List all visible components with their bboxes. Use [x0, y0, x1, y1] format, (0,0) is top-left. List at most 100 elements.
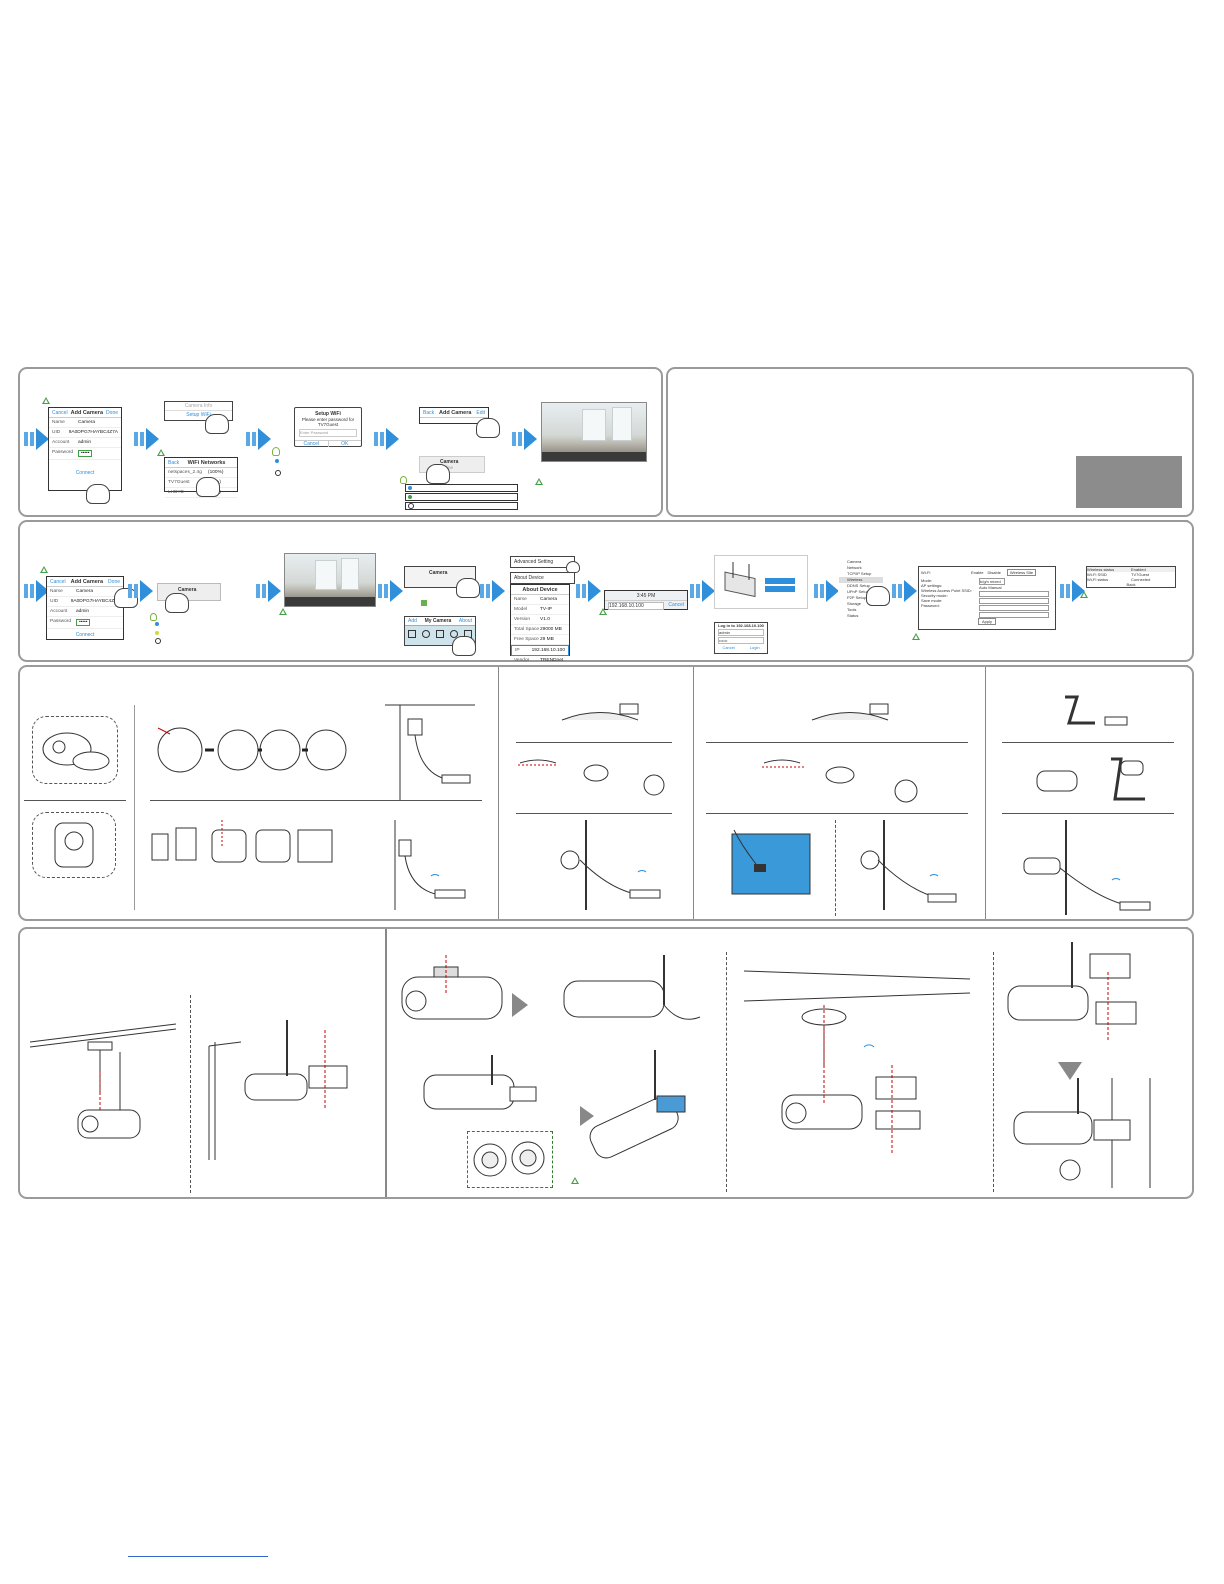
- warning-icon: [279, 608, 287, 615]
- divider: [516, 742, 672, 743]
- step-arrow: [24, 428, 50, 450]
- edit-button[interactable]: Edit: [476, 409, 485, 416]
- wifi-network-row[interactable]: netspaces_2.4g (100%): [165, 468, 237, 478]
- playback-controls[interactable]: [542, 452, 646, 461]
- panel-mounting-header-line: [190, 665, 1188, 667]
- info-value: V1.0: [540, 617, 550, 622]
- footer-link-underline[interactable]: [128, 1556, 268, 1557]
- wifi-label: Wi-Fi: [921, 570, 931, 575]
- mode-select[interactable]: b/g/n mixed: [979, 578, 1005, 585]
- sidebar-item[interactable]: Storage: [847, 601, 862, 606]
- sidebar-item[interactable]: Tools: [847, 607, 857, 612]
- sidebar-item[interactable]: TCP/IP Setup: [847, 571, 872, 576]
- form-label: Security mode:: [921, 593, 948, 598]
- dialog-message: Please enter password for TV7Guest: [301, 417, 355, 427]
- apply-button[interactable]: Apply: [977, 618, 996, 625]
- panel-info: [666, 367, 1194, 517]
- hand-pointer-icon: [165, 593, 189, 613]
- sidebar-item[interactable]: P2P Setup: [847, 595, 867, 600]
- cancel-button[interactable]: Cancel: [50, 578, 66, 585]
- connect-button[interactable]: Connect: [75, 632, 95, 638]
- network-signal: (100%): [208, 470, 224, 475]
- done-button[interactable]: Done: [106, 409, 118, 416]
- about-button[interactable]: About: [458, 618, 472, 624]
- my-camera-toolbar: Add My Camera About: [404, 616, 476, 646]
- connect-button[interactable]: Connect: [75, 470, 95, 476]
- enable-radio[interactable]: Enable: [971, 570, 984, 575]
- security-input[interactable]: [979, 598, 1049, 604]
- advanced-setting-item[interactable]: Advanced Setting: [510, 556, 575, 568]
- back-button[interactable]: Back: [168, 459, 180, 466]
- dashed-divider: [726, 952, 727, 1192]
- sidebar-item[interactable]: UPnP Setup: [847, 589, 869, 594]
- playback-controls[interactable]: [285, 597, 375, 606]
- username-input[interactable]: admin: [718, 629, 764, 636]
- info-circle-icon: [275, 470, 281, 476]
- web-ui-sidebar: Camera Network TCP/IP Setup Wireless DDN…: [838, 558, 884, 628]
- sidebar-item[interactable]: Network: [847, 565, 862, 570]
- manual-radio[interactable]: Manual: [988, 585, 1002, 590]
- legend-online: [405, 484, 518, 492]
- sidebar-item[interactable]: Camera: [847, 559, 862, 564]
- url-input[interactable]: 192.168.10.100: [608, 602, 664, 610]
- sidebar-item-wireless[interactable]: Wireless: [839, 577, 883, 583]
- step-arrow: [128, 580, 154, 602]
- ok-button[interactable]: OK: [327, 441, 362, 447]
- back-button[interactable]: Back: [423, 409, 435, 416]
- ssid-input[interactable]: [979, 591, 1049, 597]
- status-legend: [405, 484, 518, 511]
- setup-wifi-item[interactable]: Setup WiFi: [165, 410, 232, 419]
- network-name: netspaces_2.4g: [168, 470, 202, 475]
- ceiling-bracket-a: [561, 703, 639, 721]
- done-button[interactable]: Done: [108, 578, 120, 585]
- about-navbar: About Device: [511, 585, 569, 595]
- hand-pointer-icon: [205, 414, 229, 434]
- wifi-scan-button[interactable]: Wireless Site: [1006, 569, 1037, 576]
- speaker-icon[interactable]: [422, 630, 430, 638]
- ceiling-install-junction-box: [743, 970, 971, 1155]
- cancel-button[interactable]: Cancel: [52, 409, 68, 416]
- save-mode-input[interactable]: [979, 605, 1049, 611]
- password-input[interactable]: ••••••: [718, 637, 764, 644]
- cancel-button[interactable]: Cancel: [303, 441, 320, 447]
- cancel-button[interactable]: Cancel: [668, 602, 684, 608]
- info-label: Version: [514, 617, 530, 622]
- password-input[interactable]: Enter Password: [299, 429, 357, 437]
- panel-app-setup-header-line: [497, 367, 655, 369]
- auto-radio[interactable]: Auto: [979, 585, 988, 590]
- video-icon[interactable]: [408, 630, 416, 638]
- junction-box-wall-mounted: [1013, 1078, 1151, 1188]
- camera-dome-illustration: [32, 716, 118, 784]
- back-button[interactable]: Back: [1126, 582, 1136, 587]
- info-label: Total Space: [514, 627, 540, 632]
- about-device-item[interactable]: About Device: [510, 572, 575, 584]
- dialog-title: Setup WiFi: [315, 411, 341, 417]
- status-value: TV7Guest: [1131, 572, 1150, 577]
- field-row[interactable]: Password•••••: [47, 617, 123, 629]
- fan-icon[interactable]: [436, 630, 444, 638]
- sidebar-item[interactable]: Status: [847, 613, 859, 618]
- lightbulb-icon: [150, 613, 157, 621]
- cancel-button[interactable]: Cancel: [722, 645, 735, 650]
- screen-title: My Camera: [424, 618, 452, 624]
- sidebar-item[interactable]: DDNS Setup: [847, 583, 870, 588]
- camera-info-item[interactable]: Camera Info: [184, 403, 213, 409]
- settings-icon[interactable]: [450, 630, 458, 638]
- divider: [24, 800, 126, 801]
- disable-radio[interactable]: Disable: [987, 570, 1001, 575]
- add-button[interactable]: Add: [408, 618, 417, 624]
- warning-icon: [42, 397, 50, 404]
- info-value: TV-IP: [540, 607, 552, 612]
- divider: [1002, 813, 1174, 814]
- login-button[interactable]: Login: [749, 645, 760, 650]
- info-value: TRENDnet: [540, 658, 564, 663]
- field-row[interactable]: Password•••••: [49, 448, 121, 460]
- wifi-password-input[interactable]: [979, 612, 1049, 618]
- legend-offline: [405, 502, 518, 510]
